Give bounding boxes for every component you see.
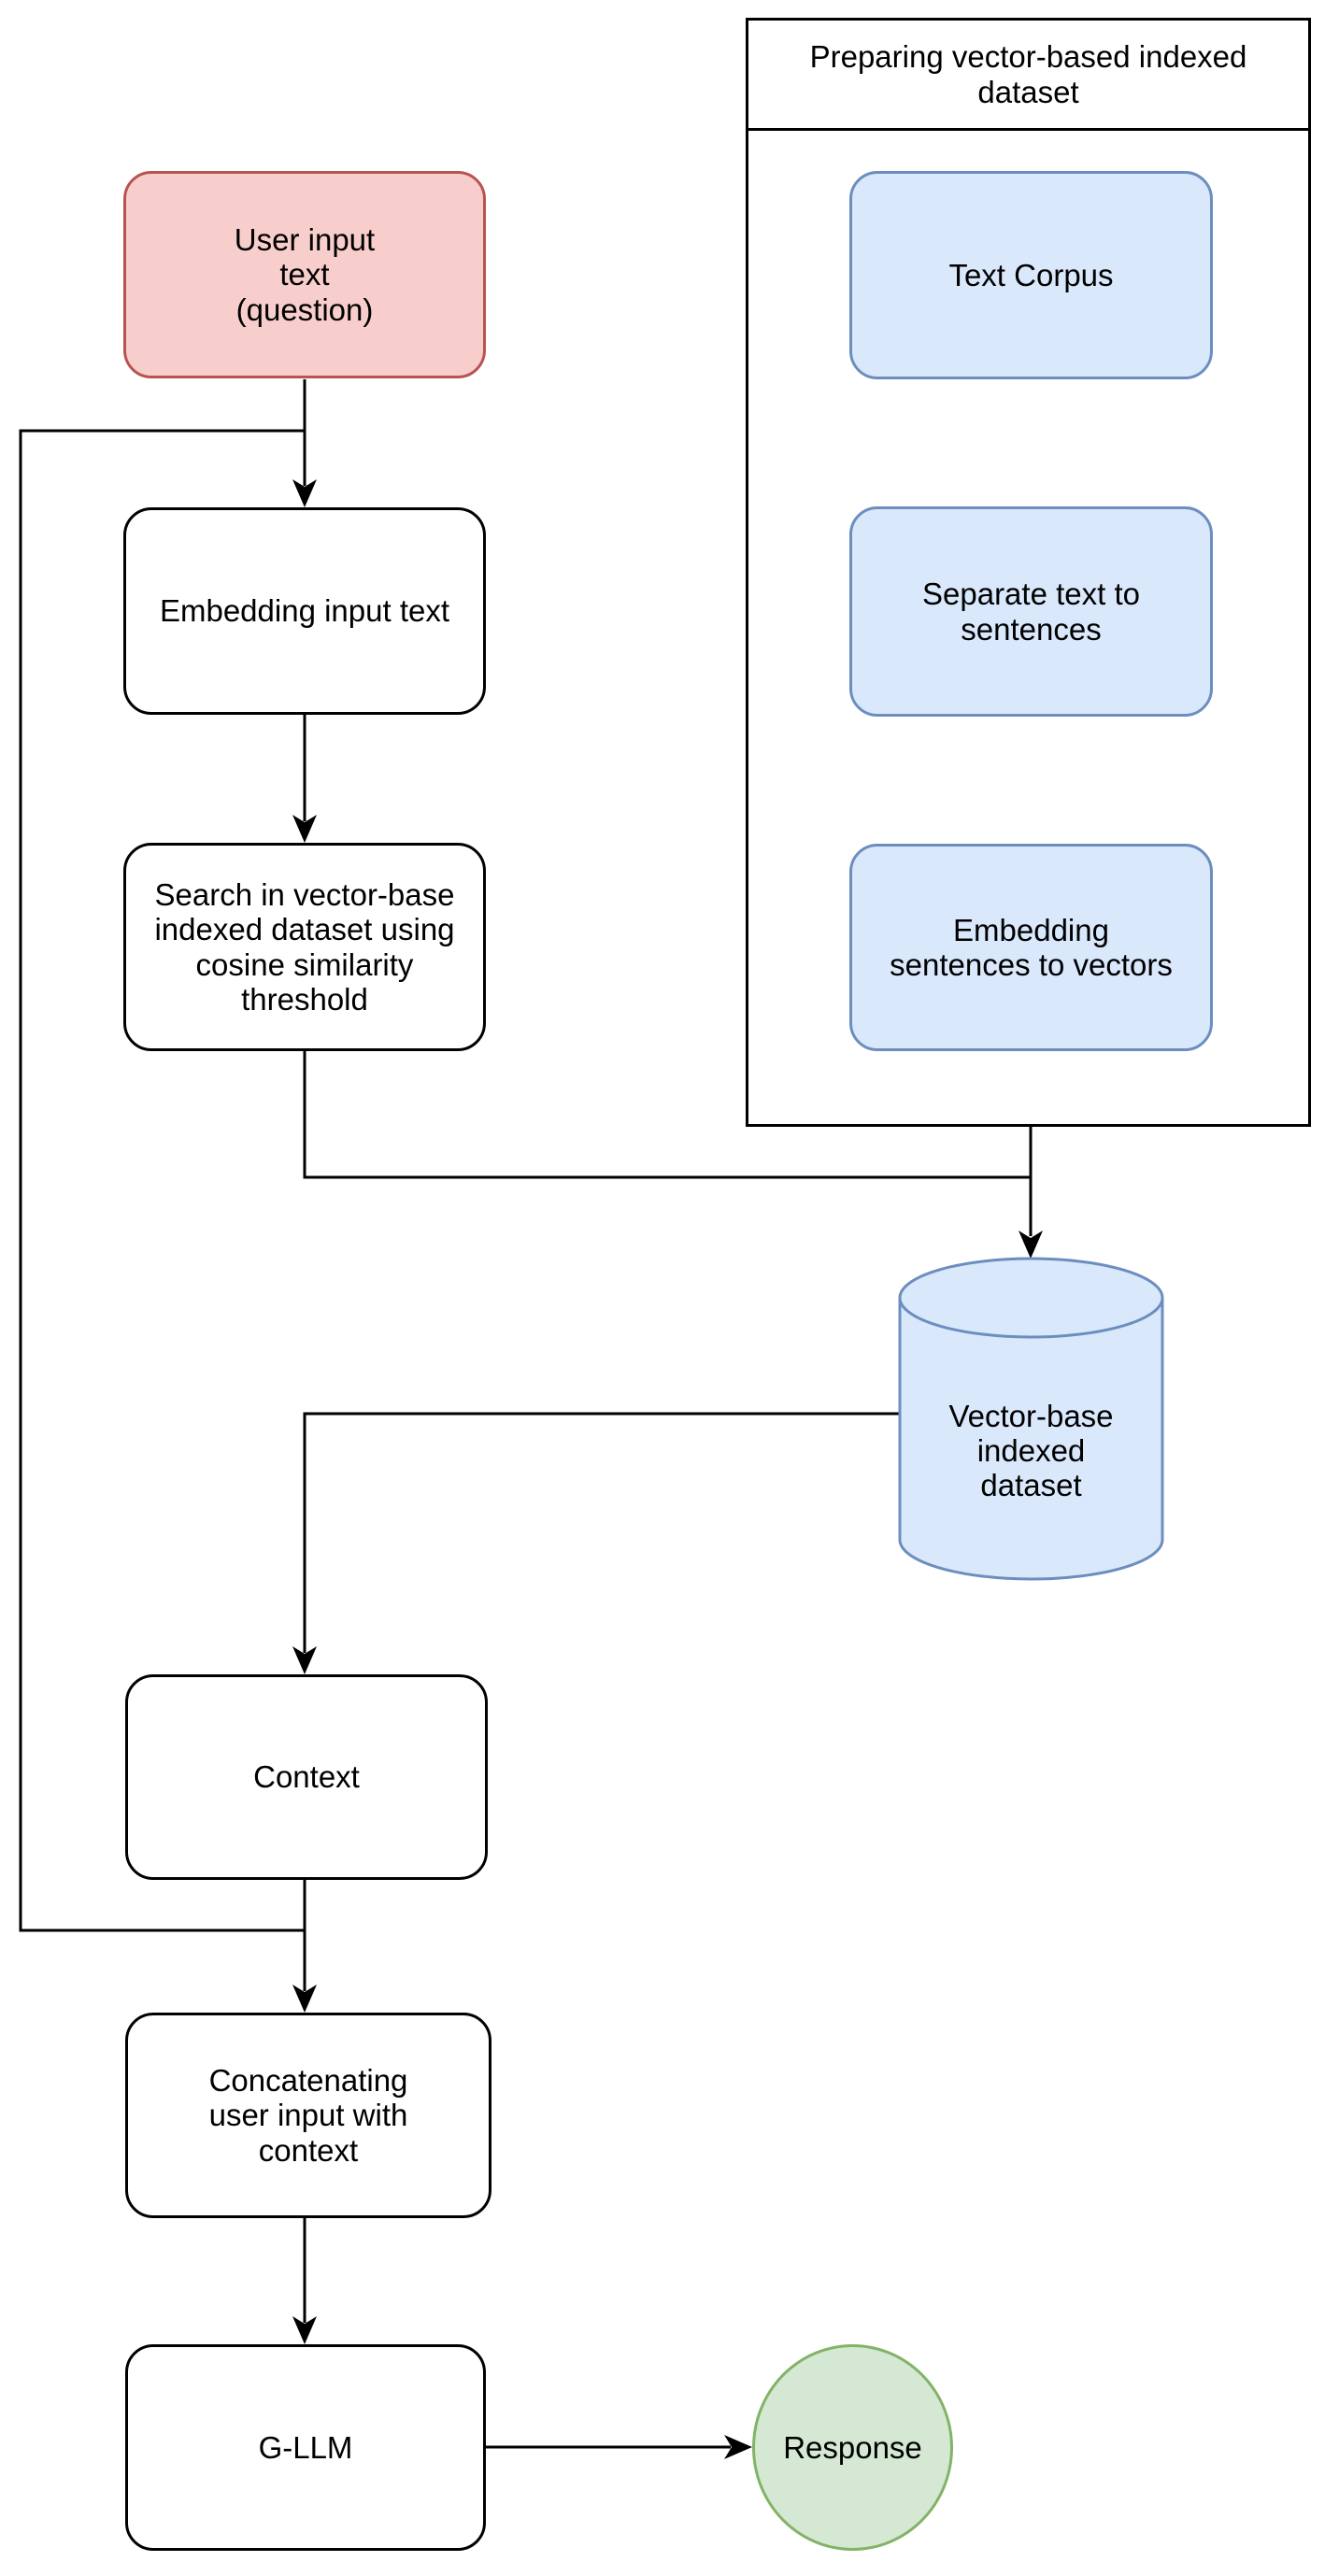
arrowhead-down [292,1646,317,1674]
node-separate-sentences: Separate text to sentences [849,506,1213,717]
edge-cylinder-to-context [292,1412,900,1674]
arrowhead-down [292,1985,317,2013]
node-user-input: User input text (question) [123,171,486,378]
arrowhead-down [292,479,317,507]
edge-embedding-input-to-search [292,715,317,843]
arrowhead-down [292,2316,317,2344]
node-vector-db-label: Vector-base indexed dataset [948,1398,1114,1503]
node-context: Context [125,1674,488,1880]
arrowhead-right [724,2435,752,2459]
node-separate-sentences-label: Separate text to sentences [922,576,1140,647]
group-title-bar: Preparing vector-based indexed dataset [748,21,1308,131]
node-text-corpus-label: Text Corpus [948,257,1114,292]
arrowhead-down [292,815,317,843]
edge-concatenate-to-gllm [292,2218,317,2344]
cylinder-rim [898,1297,1164,1339]
node-embed-sentences-label: Embedding sentences to vectors [890,912,1173,982]
node-embedding-input-label: Embedding input text [159,593,450,629]
group-title: Preparing vector-based indexed dataset [809,39,1247,109]
node-response-label: Response [783,2429,922,2465]
node-user-input-label: User input text (question) [234,222,376,327]
node-text-corpus: Text Corpus [849,171,1213,379]
node-gllm-label: G-LLM [258,2429,353,2465]
node-concatenate: Concatenating user input with context [125,2013,491,2218]
arrowhead-down [1018,1231,1043,1259]
edge-context-to-concatenate [292,1880,317,2013]
edge-user-input-to-embedding-input [292,379,317,507]
node-vector-db-label-wrap: Vector-base indexed dataset [900,1336,1162,1565]
node-search: Search in vector-base indexed dataset us… [123,843,486,1051]
node-gllm: G-LLM [125,2344,486,2551]
node-embed-sentences: Embedding sentences to vectors [849,844,1213,1051]
node-concatenate-label: Concatenating user input with context [208,2063,408,2168]
node-response: Response [752,2344,953,2551]
node-context-label: Context [253,1759,360,1795]
node-search-label: Search in vector-base indexed dataset us… [154,876,455,1017]
edge-gllm-to-response [486,2435,752,2459]
node-embedding-input: Embedding input text [123,507,486,715]
